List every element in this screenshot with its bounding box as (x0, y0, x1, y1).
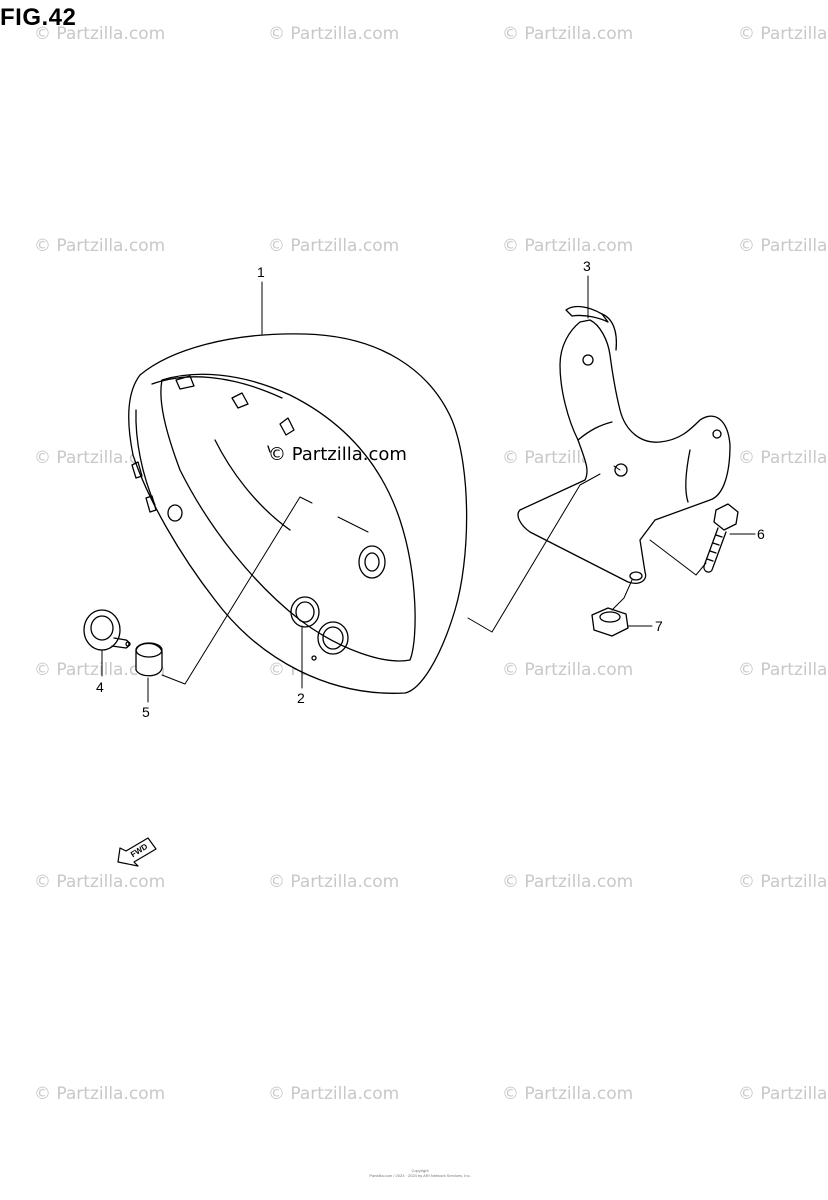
watermark: © Partzilla.com (502, 872, 634, 892)
fwd-arrow (117, 837, 157, 867)
nut (591, 607, 629, 637)
watermark: © Partzilla.com (34, 872, 166, 892)
watermark: © Partzilla.com (34, 1084, 166, 1104)
callout-7: 7 (655, 618, 663, 634)
center-watermark: © Partzilla.com (268, 444, 407, 465)
copyright-line2: Partzilla.com / 2024 · 2024 by ARI Netwo… (369, 1173, 471, 1178)
callout-5: 5 (142, 704, 150, 720)
callout-2: 2 (297, 690, 305, 706)
watermark: © Partzilla.com (268, 1084, 400, 1104)
callout-1: 1 (257, 264, 265, 280)
headlight-housing (128, 333, 468, 694)
figure-title: FIG.42 (0, 4, 77, 31)
watermark: © Partzilla.com (502, 236, 634, 256)
watermark: © Partzilla.com (738, 24, 828, 44)
callout-6: 6 (757, 526, 765, 542)
callout-3: 3 (583, 258, 591, 274)
watermark: © Partzilla.com (34, 24, 166, 44)
watermark: © Partzilla.com (738, 872, 828, 892)
watermark: © Partzilla.com (34, 660, 166, 680)
watermark: © Partzilla.com (502, 660, 634, 680)
callout-4: 4 (96, 679, 104, 695)
watermark: © Partzilla.com (738, 448, 828, 468)
watermark: © Partzilla.com (738, 236, 828, 256)
watermark: © Partzilla.com (502, 24, 634, 44)
watermark: © Partzilla.com (738, 1084, 828, 1104)
watermark: © Partzilla.com (738, 660, 828, 680)
watermark: © Partzilla.com (268, 872, 400, 892)
rubber-mount (83, 609, 131, 651)
watermark: © Partzilla.com (34, 236, 166, 256)
watermark: © Partzilla.com (268, 236, 400, 256)
watermark: © Partzilla.com (268, 24, 400, 44)
watermark: © Partzilla.com (502, 1084, 634, 1104)
mounting-bracket (517, 305, 731, 584)
copyright-line1: Copyright (411, 1168, 429, 1173)
collar (135, 642, 163, 677)
copyright-notice: Copyright Partzilla.com / 2024 · 2024 by… (330, 1168, 510, 1178)
bolt (703, 503, 739, 573)
